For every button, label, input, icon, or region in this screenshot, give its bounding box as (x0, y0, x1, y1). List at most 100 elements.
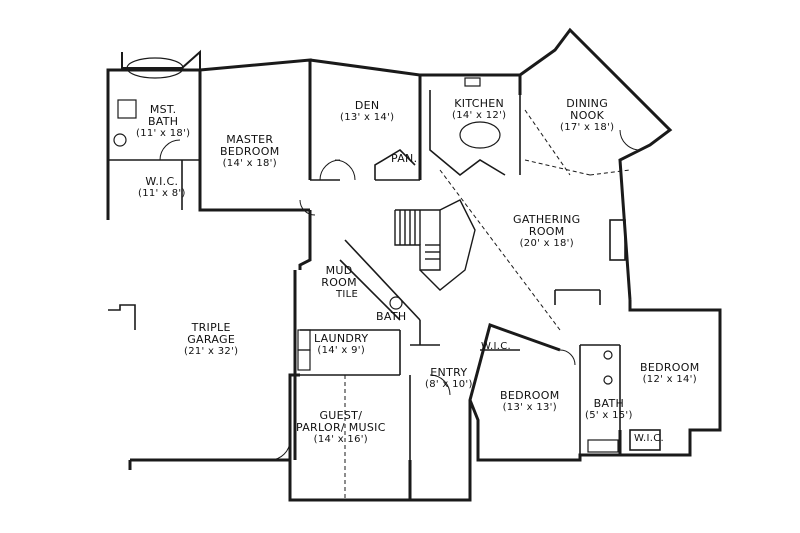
wic-right-name: W.I.C. (634, 433, 665, 444)
bath-small-label: BATH (376, 311, 406, 323)
pan-label: PAN. (391, 153, 417, 165)
triple-garage-size: (21' x 32') (184, 346, 239, 357)
stairs (394, 199, 476, 291)
laundry-name: LAUNDRY (314, 332, 369, 345)
mst-bath-size: (11' x 18') (136, 128, 191, 139)
center-bedroom-wall (468, 323, 620, 462)
door-swings (159, 129, 641, 461)
toilet (113, 133, 127, 147)
sink-1 (603, 350, 613, 360)
mst-bath-name-1: MST. (149, 103, 177, 116)
bedroom-right-name: BEDROOM (640, 361, 700, 374)
wic-bedroom-name: W.I.C. (481, 341, 512, 352)
closet-shelf (629, 429, 661, 451)
garage-door (269, 439, 291, 461)
gathering-room-label: GATHERING ROOM (20' x 18') (513, 214, 580, 250)
master-bedroom-name-1: MASTER (226, 133, 274, 146)
bathtub (126, 57, 184, 79)
bath-bedrooms-size: (5' x 15') (585, 410, 633, 421)
open-area-lines (344, 109, 631, 500)
gathering-room-name-1: GATHERING (513, 213, 581, 226)
master-bedroom-label: MASTER BEDROOM (14' x 18') (220, 134, 280, 170)
mst-bath-name-2: BATH (147, 115, 179, 128)
guest-parlor-name-1: GUEST/ (319, 409, 363, 422)
pantry-wall (374, 148, 416, 180)
mst-bath-label: MST. BATH (11' x 18') (136, 104, 190, 140)
mud-room-name-1: MUD (325, 264, 353, 277)
bedroom-center-size: (13' x 13') (502, 402, 557, 413)
triple-garage-label: TRIPLE GARAGE (21' x 32') (184, 322, 238, 358)
mud-room-inner-wall (339, 259, 401, 321)
wic-bedroom-label: W.I.C. (481, 341, 511, 353)
kitchen-dashed-2 (589, 169, 631, 176)
mud-room-floor: TILE (336, 289, 359, 300)
triple-garage-name-1: TRIPLE (191, 321, 231, 334)
laundry-label: LAUNDRY (14' x 9') (314, 333, 368, 357)
bath-small-name: BATH (376, 310, 407, 323)
gathering-room-name-2: ROOM (528, 225, 565, 238)
bedroom-center-name: BEDROOM (500, 389, 560, 402)
wic-master-name: W.I.C. (145, 175, 179, 188)
right-bedroom-wall (618, 300, 722, 457)
master-bedroom-size: (14' x 18') (222, 158, 277, 169)
wic-master-size: (11' x 8') (138, 188, 186, 199)
master-bath-bay (121, 49, 201, 70)
gathering-room-size: (20' x 18') (519, 238, 574, 249)
kitchen-island (459, 121, 501, 149)
den-name: DEN (354, 99, 380, 112)
kitchen-dashed-1 (524, 159, 591, 176)
dining-nook-name-1: DINING (566, 97, 609, 110)
den-door-2 (334, 159, 356, 181)
den-door (319, 159, 341, 181)
dryer (297, 349, 311, 371)
dining-nook-size: (17' x 18') (560, 122, 615, 133)
dining-nook-wall (519, 27, 673, 301)
interior-walls (108, 90, 661, 461)
laundry-size: (14' x 9') (317, 345, 366, 356)
garage-column (108, 304, 136, 330)
bath-bedrooms-label: BATH (5' x 15') (585, 398, 633, 422)
bath-toilet (389, 296, 403, 310)
entry-size: (8' x 10') (425, 379, 473, 390)
mud-room-diagonal-wall (344, 239, 421, 321)
bedroom-door (559, 349, 576, 366)
sink-2 (603, 375, 613, 385)
shower (117, 99, 137, 119)
wic-door (159, 139, 181, 161)
entry-wall (408, 400, 472, 502)
wic-right-label: W.I.C. (634, 433, 664, 445)
entry-label: ENTRY (8' x 10') (425, 367, 473, 391)
pan-name: PAN. (391, 152, 418, 165)
guest-parlor-label: GUEST/ PARLOR/ MUSIC (14' x 16') (296, 410, 386, 446)
garage-top-wall (298, 210, 312, 270)
sink (464, 77, 481, 87)
kitchen-label: KITCHEN (14' x 12') (452, 98, 506, 122)
dining-nook-name-2: NOOK (570, 109, 605, 122)
nook-door (619, 129, 641, 151)
bedroom-right-size: (12' x 14') (642, 374, 697, 385)
bedroom-center-label: BEDROOM (13' x 13') (500, 390, 560, 414)
bath-bedrooms-name: BATH (593, 397, 625, 410)
stair-landing (419, 199, 476, 291)
nook-dashed (524, 109, 571, 176)
guest-parlor-name-2: PARLOR/ MUSIC (296, 421, 386, 434)
master-bedroom-name-2: BEDROOM (220, 145, 280, 158)
hall-door (299, 199, 316, 216)
fixtures (113, 57, 619, 453)
mud-room-name-2: ROOM (321, 276, 357, 289)
guest-parlor-size: (14' x 16') (313, 434, 368, 445)
kitchen-name: KITCHEN (454, 97, 505, 110)
gathering-fireplace (609, 219, 626, 261)
den-label: DEN (13' x 14') (340, 100, 394, 124)
tub-bedrooms (587, 439, 619, 453)
washer (297, 329, 311, 351)
dining-nook-label: DINING NOOK (17' x 18') (560, 98, 614, 134)
kitchen-size: (14' x 12') (452, 110, 507, 121)
triple-garage-name-2: GARAGE (187, 333, 236, 346)
wic-master-label: W.I.C. (11' x 8') (138, 176, 186, 200)
entry-door (429, 374, 451, 396)
stair-outline (394, 209, 441, 271)
kitchen-island-wall (429, 90, 506, 177)
